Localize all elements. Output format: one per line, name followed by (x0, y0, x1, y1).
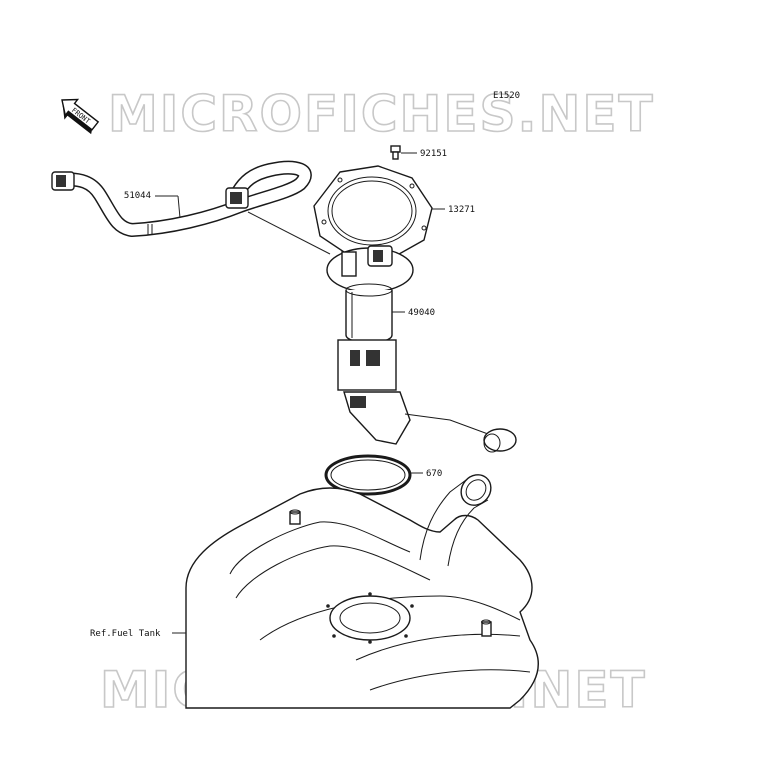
fuel-pump-49040 (326, 245, 517, 453)
part-number-51044: 51044 (124, 191, 151, 201)
part-number-13271: 13271 (448, 205, 475, 215)
watermark-top: MICROFICHES.NET (108, 85, 655, 143)
gasket-13271 (313, 165, 433, 259)
bolt-92151 (390, 145, 417, 160)
fuel-hose-51044 (51, 160, 331, 255)
o-ring-670 (324, 454, 412, 496)
part-number-49040: 49040 (408, 308, 435, 318)
front-arrow-icon: FRONT (61, 98, 100, 135)
fuel-tank (185, 474, 539, 709)
reference-fuel-tank: Ref.Fuel Tank (90, 629, 161, 639)
part-number-92151: 92151 (420, 149, 447, 159)
part-number-670: 670 (426, 469, 442, 479)
diagram-code: E1520 (493, 91, 520, 101)
